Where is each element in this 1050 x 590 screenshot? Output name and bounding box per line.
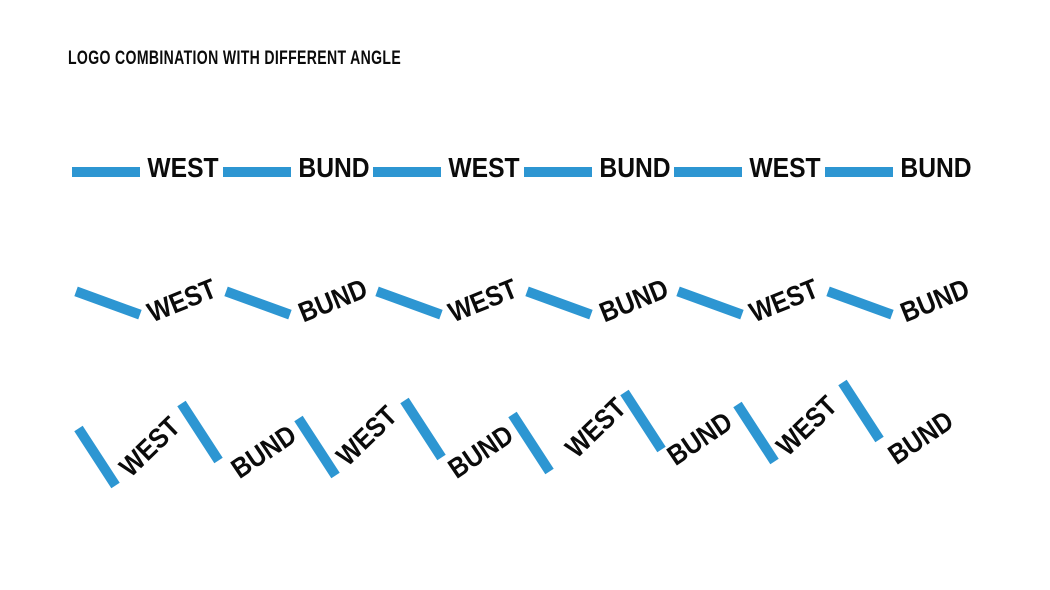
logo-word-bund: BUND	[661, 405, 738, 472]
logo-bar	[222, 167, 291, 177]
logo-bar	[838, 379, 884, 443]
logo-word-west: WEST	[749, 152, 821, 183]
logo-bar	[72, 167, 140, 177]
logo-word-bund: BUND	[442, 418, 519, 485]
logo-bar	[620, 389, 666, 453]
logo-bar	[523, 167, 592, 177]
logo-word-west: WEST	[113, 410, 187, 483]
logo-bar	[74, 425, 120, 489]
logo-bar	[733, 401, 779, 465]
logo-bar	[373, 167, 441, 177]
logo-word-bund: BUND	[882, 404, 959, 471]
logo-word-west: WEST	[147, 152, 219, 183]
logo-word-west: WEST	[559, 391, 633, 464]
logo-word-bund: BUND	[899, 152, 972, 183]
logo-word-west: WEST	[770, 389, 844, 462]
logo-bar	[824, 167, 893, 177]
logo-word-bund: BUND	[598, 152, 671, 183]
logo-word-bund: BUND	[297, 152, 370, 183]
logo-word-west: WEST	[448, 152, 520, 183]
logo-bar	[674, 167, 742, 177]
page-title: LOGO COMBINATION WITH DIFFERENT ANGLE	[68, 47, 402, 69]
logo-bar	[400, 397, 446, 461]
logo-word-bund: BUND	[225, 418, 302, 485]
logo-word-west: WEST	[330, 399, 404, 472]
